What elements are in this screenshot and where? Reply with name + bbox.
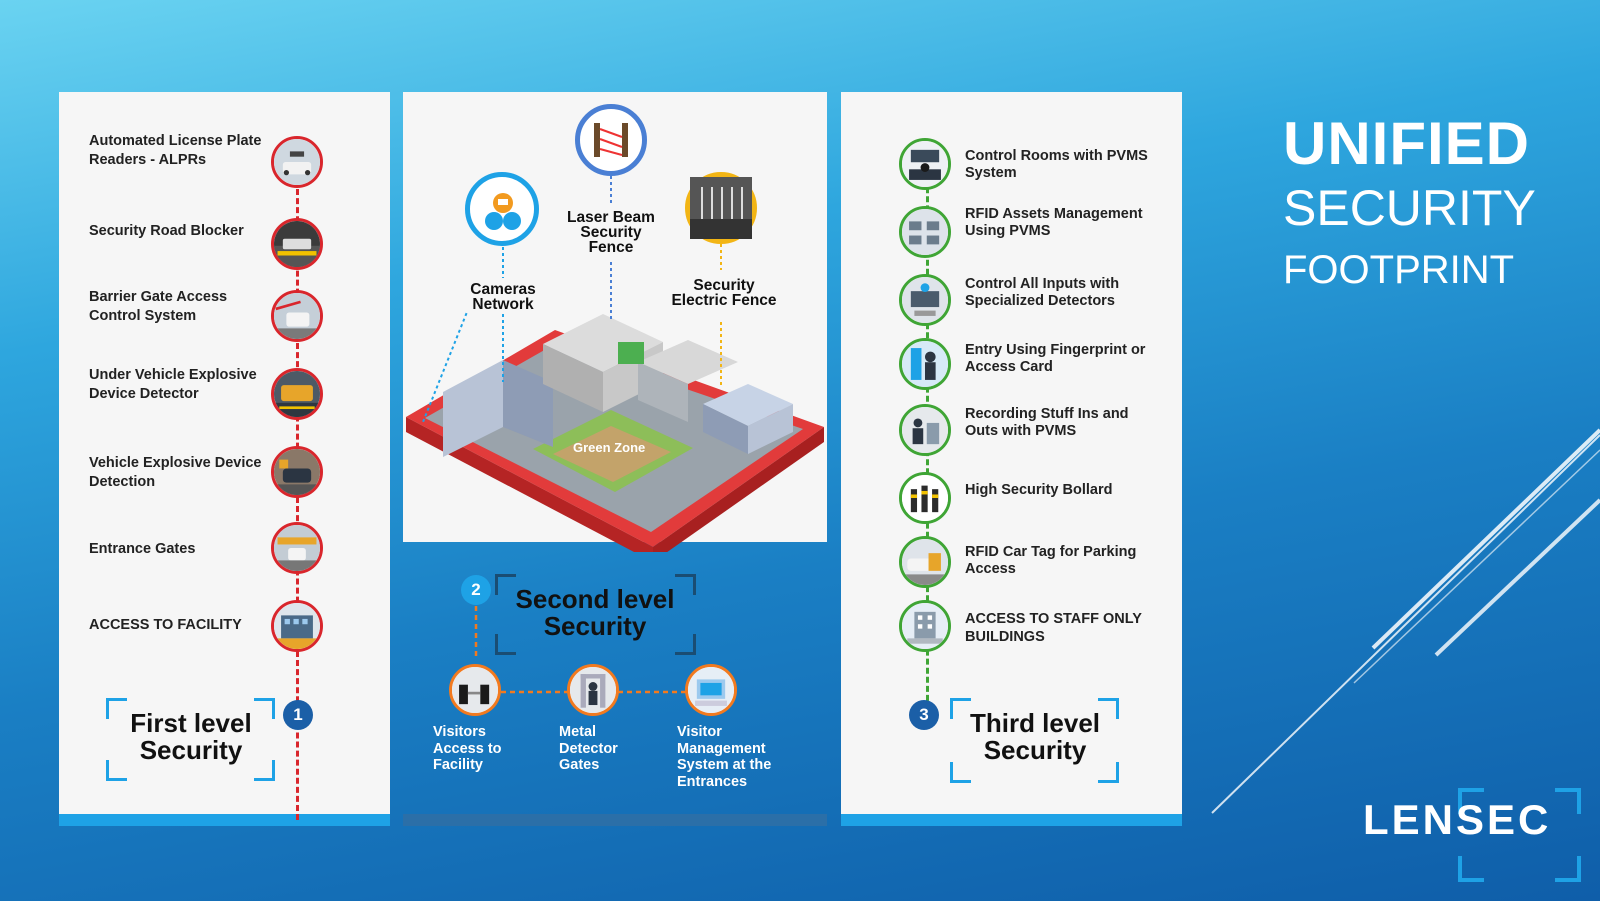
l1-item-road-blocker: Security Road Blocker (89, 223, 244, 239)
heading-line: First level (130, 708, 252, 738)
l1-item-entrance-gates: Entrance Gates (89, 541, 196, 557)
heading-line: Second level (515, 584, 675, 614)
bracket-corner (1098, 762, 1119, 783)
logo-corner (1555, 856, 1581, 882)
panel-bar (841, 814, 1182, 826)
bracket-corner (495, 574, 516, 595)
l1-item-barrier-gate: Barrier Gate Access Control System (89, 289, 228, 324)
l2-item-visitor-management: Visitor Management System at the Entranc… (677, 724, 772, 790)
bracket-corner (495, 634, 516, 655)
license-plate-reader-icon (271, 136, 323, 188)
l3-item-fingerprint: Entry Using Fingerprint or Access Card (965, 342, 1146, 375)
logo-corner (1555, 788, 1581, 814)
callout-connectors (422, 176, 722, 423)
slide-title: UNIFIED SECURITY FOOTPRINT (1283, 112, 1536, 300)
bracket-corner (106, 760, 127, 781)
recording-icon (899, 404, 951, 456)
vehicle-detection-icon (271, 446, 323, 498)
l3-item-bollard: High Security Bollard (965, 482, 1113, 498)
label-line: Security (693, 277, 755, 294)
l3-item-rfid-assets: RFID Assets Management Using PVMS (965, 206, 1143, 239)
third-level-panel: Control Rooms with PVMS System RFID Asse… (841, 92, 1182, 826)
l1-item-alpr: Automated License Plate Readers - ALPRs (89, 133, 262, 168)
fingerprint-icon (899, 338, 951, 390)
facility-icon (271, 600, 323, 652)
staff-building-icon (899, 600, 951, 652)
title-line-3: FOOTPRINT (1283, 248, 1515, 292)
metal-detector-icon (567, 664, 619, 716)
entrance-gate-icon (271, 522, 323, 574)
electric-fence-label: Security Electric Fence (665, 278, 783, 308)
l2-item-metal-detector: Metal Detector Gates (559, 724, 618, 773)
heading-line: Security (543, 611, 647, 641)
bracket-corner (950, 698, 971, 719)
title-line-2: SECURITY (1283, 180, 1536, 236)
heading-line: Security (139, 735, 243, 765)
laser-beam-icon (575, 104, 647, 176)
heading-line: Security (983, 735, 1087, 765)
label-line: Electric Fence (671, 292, 777, 309)
rfid-assets-icon (899, 206, 951, 258)
control-room-icon (899, 138, 951, 190)
bracket-corner (675, 574, 696, 595)
l3-item-recording: Recording Stuff Ins and Outs with PVMS (965, 406, 1129, 439)
level-number-badge: 1 (283, 700, 313, 730)
heading-line: Third level (969, 708, 1101, 738)
bracket-corner (1098, 698, 1119, 719)
bracket-corner (106, 698, 127, 719)
electric-fence-icon (685, 172, 757, 244)
bracket-corner (675, 634, 696, 655)
bollard-icon (899, 472, 951, 524)
logo-corner (1458, 788, 1484, 814)
l1-item-vehicle-detection: Vehicle Explosive Device Detection (89, 455, 262, 490)
road-blocker-icon (271, 218, 323, 270)
label-line: Cameras (470, 281, 536, 298)
second-level-panel: Green Zone Laser Beam Security Fence Cam… (403, 92, 827, 826)
bracket-corner (254, 698, 275, 719)
under-vehicle-scanner-icon (271, 368, 323, 420)
level-number-badge: 2 (461, 575, 491, 605)
laser-beam-label: Laser Beam Security Fence (559, 210, 663, 255)
l1-item-under-vehicle: Under Vehicle Explosive Device Detector (89, 367, 257, 402)
label-line: Laser Beam (567, 209, 655, 226)
panel-bar (403, 814, 827, 826)
bracket-corner (254, 760, 275, 781)
barrier-gate-icon (271, 290, 323, 342)
title-line-1: UNIFIED (1283, 110, 1530, 177)
panel-bar (59, 814, 390, 826)
visitor-management-icon (685, 664, 737, 716)
bracket-corner (950, 762, 971, 783)
connector-line (296, 180, 299, 820)
logo-corner (1458, 856, 1484, 882)
second-level-heading: Second level Security (495, 586, 695, 640)
l3-item-detectors: Control All Inputs with Specialized Dete… (965, 276, 1120, 309)
first-level-heading: First level Security (111, 710, 271, 764)
green-zone-label: Green Zone (573, 440, 646, 455)
facility-illustration (406, 314, 824, 552)
label-line: Security (580, 224, 642, 241)
car-tag-icon (899, 536, 951, 588)
l2-item-visitors: Visitors Access to Facility (433, 724, 502, 773)
label-line: Fence (588, 239, 634, 256)
l3-item-car-tag: RFID Car Tag for Parking Access (965, 544, 1137, 577)
detector-icon (899, 274, 951, 326)
label-line: Network (472, 296, 534, 313)
camera-network-icon (465, 172, 539, 246)
turnstile-icon (449, 664, 501, 716)
l3-item-control-rooms: Control Rooms with PVMS System (965, 148, 1148, 181)
third-level-heading: Third level Security (953, 710, 1117, 764)
level-number-badge: 3 (909, 700, 939, 730)
l1-item-access-facility: ACCESS TO FACILITY (89, 617, 242, 633)
l3-item-staff-buildings: ACCESS TO STAFF ONLY BUILDINGS (965, 611, 1142, 645)
camera-network-label: Cameras Network (463, 282, 543, 312)
lensec-logo: LENSEC (1363, 796, 1552, 843)
first-level-panel: Automated License Plate Readers - ALPRs … (59, 92, 390, 826)
